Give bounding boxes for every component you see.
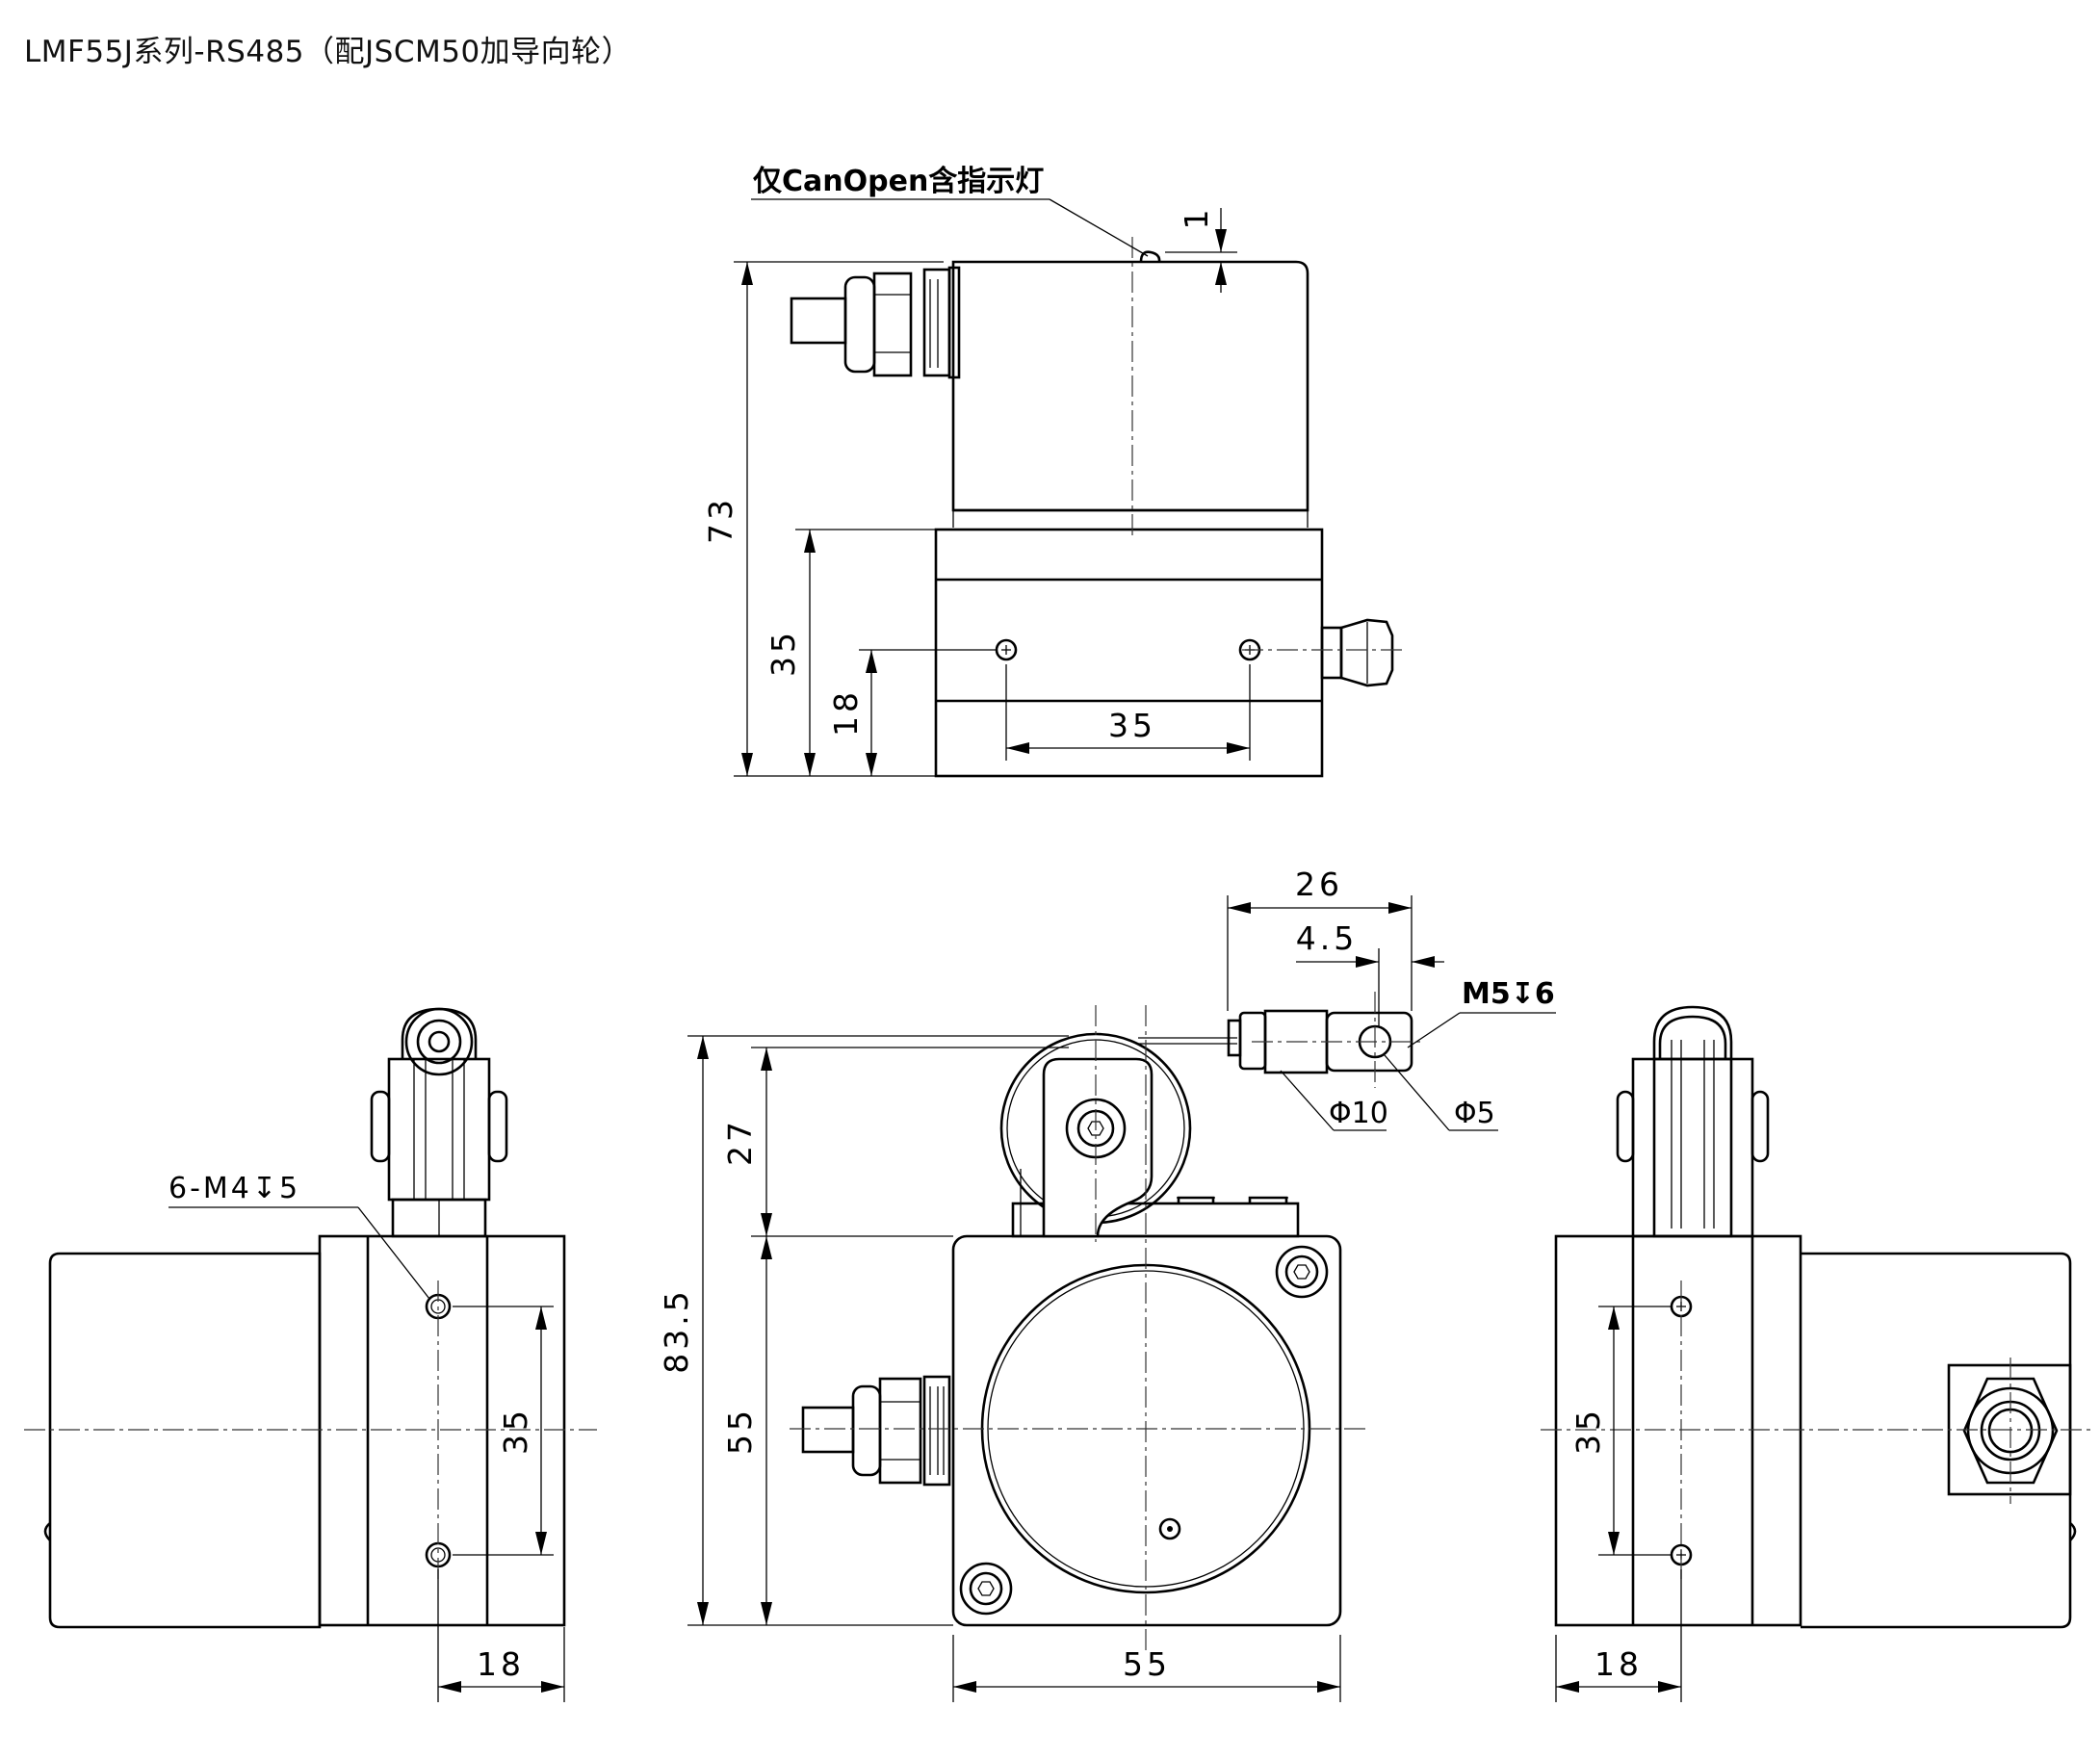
top-block bbox=[1011, 1202, 1300, 1238]
drawing-title: LMF55J系列-RS485（配JSCM50加导向轮） bbox=[24, 35, 633, 69]
small-hole bbox=[1158, 1517, 1181, 1540]
encoder-housing bbox=[48, 1252, 322, 1629]
dim-18: 18 bbox=[827, 688, 865, 737]
indicator-led bbox=[1139, 250, 1161, 263]
thread-note: 6-M4↧5 bbox=[169, 1172, 300, 1205]
dim-26: 26 bbox=[1295, 866, 1343, 903]
wheel-bracket bbox=[1042, 1057, 1154, 1238]
dim-35: 35 bbox=[1569, 1407, 1607, 1455]
tip-thread-note: M5↧6 bbox=[1462, 977, 1555, 1011]
dim-35-vertical: 35 bbox=[765, 629, 802, 677]
cable-gland bbox=[801, 1375, 951, 1487]
guide-rod bbox=[1320, 618, 1394, 687]
flange bbox=[951, 1234, 1342, 1627]
top-view: 73 35 18 35 1 仅CanOpen含指示灯 bbox=[702, 165, 1406, 778]
dim-55-vertical: 55 bbox=[721, 1407, 759, 1455]
dim-18: 18 bbox=[477, 1645, 525, 1683]
cable-gland bbox=[790, 266, 961, 379]
dim-73: 73 bbox=[702, 496, 739, 544]
dia5-note: Φ5 bbox=[1454, 1097, 1495, 1130]
corner-screw bbox=[959, 1562, 1013, 1616]
dim-1: 1 bbox=[1178, 206, 1215, 230]
dim-55-horizontal: 55 bbox=[1123, 1645, 1171, 1683]
corner-screw bbox=[1275, 1245, 1329, 1299]
dim-18: 18 bbox=[1594, 1645, 1643, 1683]
guide-wheel bbox=[404, 1007, 474, 1076]
left-view: 35 18 6-M4↧5 bbox=[24, 1007, 597, 1702]
dim-4-5: 4.5 bbox=[1296, 919, 1358, 957]
dim-27: 27 bbox=[721, 1118, 759, 1166]
dim-83-5: 83.5 bbox=[658, 1287, 695, 1373]
right-view: 35 18 bbox=[1541, 1005, 2094, 1702]
canopen-note: 仅CanOpen含指示灯 bbox=[753, 165, 1044, 198]
dim-35: 35 bbox=[497, 1407, 534, 1455]
front-view: 83.5 27 55 55 26 4.5 bbox=[658, 866, 1556, 1702]
dim-35-horizontal: 35 bbox=[1108, 707, 1156, 744]
encoder-housing bbox=[951, 260, 1309, 512]
dia10-note: Φ10 bbox=[1329, 1097, 1388, 1130]
